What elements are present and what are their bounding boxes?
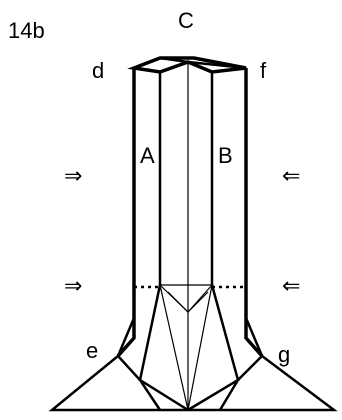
label-a: A (140, 143, 155, 168)
label-d: d (92, 58, 104, 83)
label-g: g (278, 342, 290, 367)
base-triangle (48, 355, 338, 412)
label-e: e (86, 338, 98, 363)
arrow-right-icon-upper: ⇒ (64, 164, 82, 189)
label-f: f (260, 58, 267, 83)
arrow-left-icon-upper: ⇐ (282, 164, 300, 189)
arrow-right-icon-lower: ⇒ (64, 274, 82, 299)
arrow-left-icon-lower: ⇐ (282, 274, 300, 299)
label-b: B (218, 143, 233, 168)
label-c: C (178, 8, 194, 33)
column-outline (116, 56, 264, 358)
lower-funnel (116, 284, 264, 412)
inner-flaps (158, 62, 214, 410)
step-label: 14b (8, 18, 45, 43)
